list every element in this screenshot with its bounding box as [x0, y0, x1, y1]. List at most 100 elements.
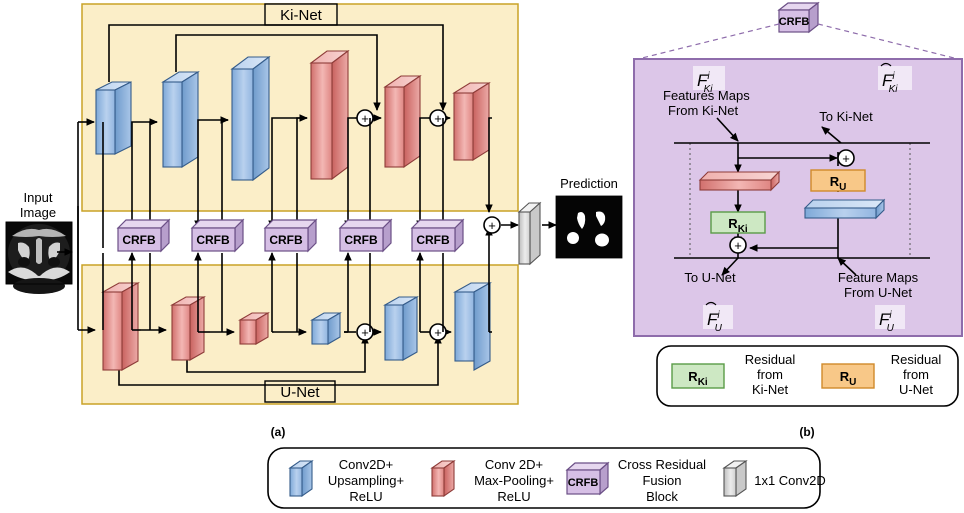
kinet-label-box: Ki-Net — [264, 3, 338, 26]
unet-block-3 — [237, 312, 271, 345]
panel-b-caption: (b) — [799, 425, 814, 439]
unet-block-2 — [169, 296, 207, 361]
crfb-adder-top: + — [837, 149, 855, 167]
kinet-adder-2: + — [429, 109, 447, 127]
crfb-label: CRFB — [269, 233, 303, 247]
kinet-block-2 — [161, 71, 200, 168]
legend-a-item-0: Conv2D+ Upsampling+ ReLU — [288, 457, 404, 504]
legend-b-1-line3: U-Net — [899, 382, 933, 397]
crfb-block-5[interactable]: CRFB — [410, 218, 465, 253]
legend-b-0-line3: Ki-Net — [752, 382, 789, 397]
r-ki-label: R — [728, 216, 738, 231]
kinet-elbow-connectors — [131, 117, 492, 133]
legend-a-1-line2: Max-Pooling+ — [474, 473, 554, 488]
input-image — [5, 221, 73, 294]
f-ki-in-base: F — [697, 71, 709, 90]
features-from-kinet-line1: Features Maps — [663, 88, 750, 103]
crfb-block-4[interactable]: CRFB — [338, 218, 393, 253]
legend-a-item-1: Conv 2D+ Max-Pooling+ ReLU — [430, 457, 554, 504]
legend-b-1-label: R — [840, 369, 850, 384]
conv1x1-block — [517, 201, 542, 266]
kinet-block-5 — [383, 74, 422, 169]
final-adder: + — [483, 216, 501, 234]
crfb-wiring — [734, 143, 842, 258]
r-ki-swatch — [671, 363, 725, 389]
crfb-label: CRFB — [122, 233, 156, 247]
crfb-label: CRFB — [416, 233, 450, 247]
unet-out-arrow — [721, 257, 739, 276]
crfb-icon-label: CRFB — [779, 16, 810, 28]
blue-cube-icon — [288, 459, 314, 498]
legend-b-item-1: RU Residual from U-Net — [821, 352, 942, 397]
adder-symbol: + — [734, 238, 742, 253]
f-u-in-sub: U — [887, 323, 895, 334]
adder-symbol: + — [361, 111, 369, 126]
unet-block-6 — [452, 282, 493, 371]
crfb-red-slab — [698, 170, 781, 192]
kinet-to-crfb-lines — [128, 130, 493, 229]
input-label-line2: Image — [20, 205, 56, 220]
legend-a-2-line2: Fusion — [642, 473, 681, 488]
unet-block-5 — [382, 296, 420, 361]
legend-a-container — [267, 447, 821, 509]
unet-adder-1: + — [356, 323, 374, 341]
to-unet-label: To U-Net — [684, 270, 736, 285]
legend-b-0-line1: Residual — [745, 352, 796, 367]
f-ki-out-sub: Ki — [889, 84, 899, 95]
unet-to-crfb-lines — [128, 227, 493, 332]
to-kinet-label: To Ki-Net — [819, 109, 873, 124]
adder-symbol: + — [842, 151, 850, 166]
kinet-block-1 — [95, 81, 132, 155]
legend-a-2-line1: Cross Residual — [618, 457, 706, 472]
kinet-label: Ki-Net — [280, 7, 323, 24]
f-ki-out-base: F — [882, 71, 894, 90]
legend-a-0-line2: Upsampling+ — [328, 473, 404, 488]
legend-a-2-box-label: CRFB — [568, 477, 599, 489]
crfb-block-3[interactable]: CRFB — [263, 218, 318, 253]
unet-block-4 — [309, 312, 343, 345]
crfb-block-1[interactable]: CRFB — [116, 218, 171, 253]
legend-b-0-sub: Ki — [698, 377, 708, 388]
kinet-block-4 — [309, 49, 350, 181]
unet-label: U-Net — [280, 384, 320, 401]
legend-b-1-line2: from — [903, 367, 929, 382]
prediction-label: Prediction — [560, 176, 618, 191]
kinet-in-arrow — [716, 117, 739, 142]
features-from-unet-line2: From U-Net — [844, 285, 912, 300]
gray-cube-icon — [722, 459, 748, 498]
r-u-box: RU — [810, 169, 866, 193]
legend-a-1-line1: Conv 2D+ — [485, 457, 543, 472]
legend-a-1-line3: ReLU — [497, 489, 530, 504]
svg-text:RU: RU — [840, 369, 857, 388]
legend-b-1-line1: Residual — [891, 352, 942, 367]
kinet-skip-connections — [108, 24, 447, 111]
unet-elbow-connectors — [132, 329, 492, 333]
legend-a-item-2: CRFB Cross Residual Fusion Block — [565, 457, 706, 504]
svg-text:RKi: RKi — [688, 369, 708, 388]
kinet-block-6 — [452, 82, 491, 161]
unet-block-1 — [100, 282, 141, 371]
crfb-rails — [674, 142, 930, 259]
f-u-out-sup: i — [717, 310, 720, 321]
adder-symbol: + — [434, 111, 442, 126]
crfb-to-unet-lines — [102, 253, 444, 332]
legend-b-item-0: RKi Residual from Ki-Net — [671, 352, 796, 397]
legend-b-0-line2: from — [757, 367, 783, 382]
legend-b-1-sub: U — [849, 377, 856, 388]
crfb-block-2[interactable]: CRFB — [190, 218, 245, 253]
kinet-block-3 — [230, 55, 271, 182]
legend-b-0-label: R — [688, 369, 698, 384]
unet-in-arrow — [837, 257, 857, 276]
hat-accent-u — [705, 301, 717, 306]
legend-a-3-line1: 1x1 Conv2D — [754, 473, 826, 488]
hat-accent-ki — [880, 62, 892, 67]
crfb-detail-panel — [633, 58, 963, 337]
f-u-in-base: F — [879, 310, 891, 329]
crfb-icon-top[interactable]: CRFB — [777, 1, 820, 34]
prediction-group: Prediction — [555, 176, 623, 259]
